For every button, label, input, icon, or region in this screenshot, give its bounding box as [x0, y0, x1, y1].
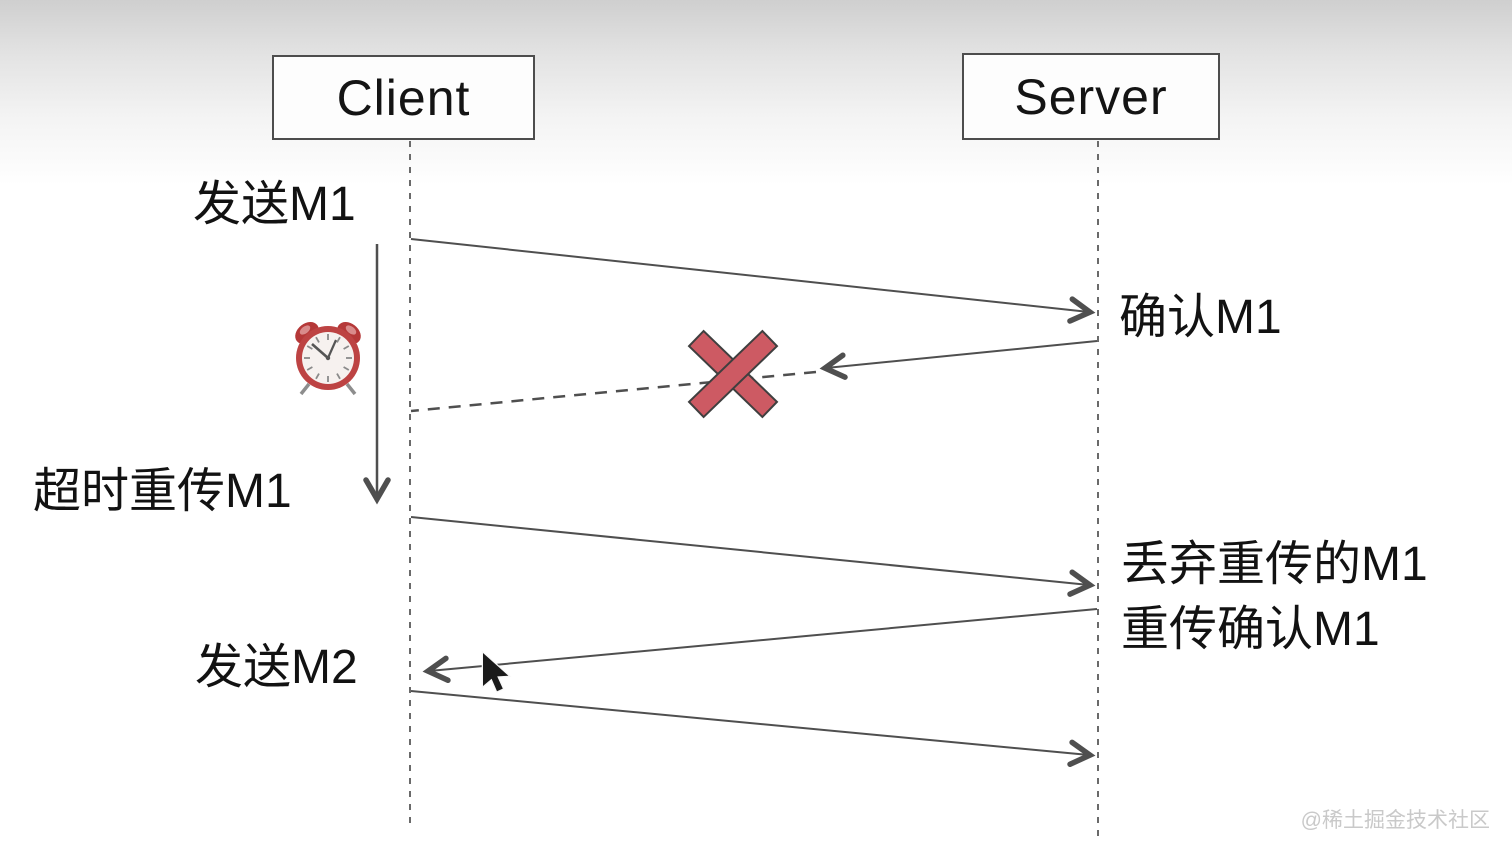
actor-box-server: Server [962, 53, 1220, 140]
actor-label-client: Client [336, 69, 471, 126]
cursor-icon [481, 650, 512, 693]
actor-box-client: Client [272, 55, 535, 140]
label-send-m2: 发送M2 [195, 641, 358, 694]
label-ack-m1: 确认M1 [1119, 291, 1282, 344]
actor-label-server: Server [1014, 68, 1168, 125]
message-send-m1-arrow [410, 238, 1096, 324]
watermark: @稀土掘金技术社区 [1300, 809, 1490, 832]
label-retransmit-ack-m1: 重传确认M1 [1121, 603, 1380, 656]
message-retransmit-ack-arrow [422, 608, 1098, 684]
lost-x-icon [687, 329, 779, 419]
message-send-m2-arrow [410, 690, 1096, 768]
alarm-clock-icon [295, 322, 361, 396]
label-send-m1: 发送M1 [193, 178, 356, 231]
message-retransmit-m1-arrow [410, 516, 1096, 597]
label-timeout-retransmit-m1: 超时重传M1 [33, 465, 292, 518]
label-discard-retransmit-m1: 丢弃重传的M1 [1121, 538, 1428, 591]
